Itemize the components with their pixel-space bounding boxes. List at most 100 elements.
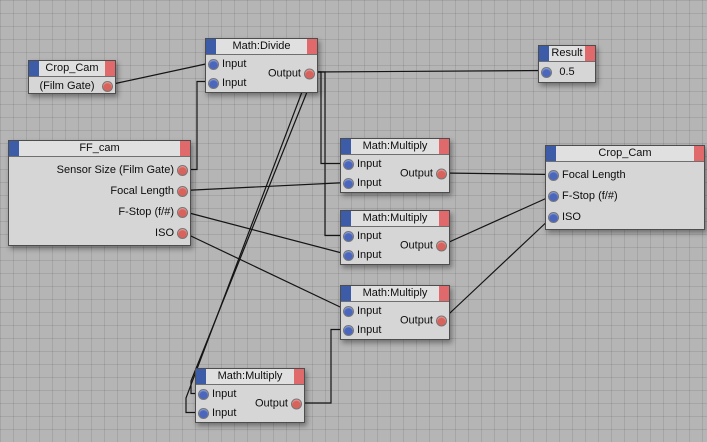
input-row-1: Input bbox=[341, 302, 449, 321]
title-accent-left bbox=[29, 61, 39, 76]
node-titlebar[interactable]: Math:Multiply bbox=[196, 369, 304, 385]
node-math-multiply-2[interactable]: Math:Multiply Input Input Output bbox=[340, 210, 450, 265]
input-port[interactable] bbox=[549, 192, 558, 201]
node-title: Math:Divide bbox=[232, 40, 291, 52]
output-port[interactable] bbox=[292, 399, 301, 409]
node-result[interactable]: Result 0.5 bbox=[538, 45, 596, 83]
port-label: Input bbox=[357, 230, 382, 242]
output-port[interactable] bbox=[103, 81, 112, 91]
input-port[interactable] bbox=[549, 213, 558, 222]
title-accent-left bbox=[341, 139, 351, 154]
input-port[interactable] bbox=[199, 390, 208, 399]
port-label: Input bbox=[357, 305, 382, 317]
input-port[interactable] bbox=[542, 68, 551, 77]
node-titlebar[interactable]: Result bbox=[539, 46, 595, 62]
node-crop-cam-source[interactable]: Crop_Cam (Film Gate) bbox=[28, 60, 116, 94]
port-label: Focal Length bbox=[110, 185, 174, 197]
input-row-1: Input bbox=[206, 55, 317, 74]
node-titlebar[interactable]: Math:Divide bbox=[206, 39, 317, 55]
wire-multiply3-out-to-cropcam-iso[interactable] bbox=[442, 216, 553, 321]
port-label: F-Stop (f/#) bbox=[562, 190, 618, 202]
input-row-1: Input bbox=[341, 227, 449, 246]
wire-multiply4-out-to-multiply3-in2[interactable] bbox=[297, 328, 348, 404]
input-row-1: Input bbox=[196, 385, 304, 404]
port-label: Output bbox=[399, 239, 433, 252]
wire-divide-out-to-result[interactable] bbox=[310, 69, 546, 73]
node-ff-cam[interactable]: FF_cam Sensor Size (Film Gate) Focal Len… bbox=[8, 140, 191, 246]
node-math-multiply-1[interactable]: Math:Multiply Input Input Output bbox=[340, 138, 450, 193]
title-accent-right bbox=[694, 146, 704, 161]
wire-multiply1-out-to-cropcam-focallength[interactable] bbox=[442, 172, 553, 176]
output-port[interactable] bbox=[437, 241, 446, 251]
input-row-f-stop: F-Stop (f/#) bbox=[546, 186, 704, 207]
output-port[interactable] bbox=[305, 69, 314, 79]
wire-multiply2-out-to-cropcam-fstop[interactable] bbox=[442, 194, 553, 246]
wire-divide-out-to-multiply4-in1[interactable] bbox=[190, 71, 312, 395]
output-row: Output bbox=[400, 237, 449, 256]
output-row-sensor-size: Sensor Size (Film Gate) bbox=[9, 160, 190, 181]
title-accent-left bbox=[539, 46, 549, 61]
node-title: Math:Multiply bbox=[362, 287, 428, 299]
node-math-multiply-4[interactable]: Math:Multiply Input Input Output bbox=[195, 368, 305, 423]
output-port[interactable] bbox=[178, 208, 187, 217]
wire-ffcam-focallength-to-multiply1-in2[interactable] bbox=[183, 181, 348, 192]
input-port[interactable] bbox=[344, 232, 353, 241]
input-row-2: Input bbox=[341, 321, 449, 340]
title-accent-left bbox=[341, 286, 351, 301]
title-accent-right bbox=[180, 141, 190, 156]
node-titlebar[interactable]: Math:Multiply bbox=[341, 211, 449, 227]
input-port[interactable] bbox=[344, 160, 353, 169]
input-port[interactable] bbox=[344, 179, 353, 188]
output-row: Output bbox=[400, 312, 449, 331]
input-port[interactable] bbox=[549, 171, 558, 180]
node-titlebar[interactable]: FF_cam bbox=[9, 141, 190, 157]
port-label: Input bbox=[222, 77, 247, 89]
wire-cropcam-filmgate-to-divide-in1[interactable] bbox=[108, 61, 213, 86]
port-label: Input bbox=[222, 58, 247, 70]
input-row-focal-length: Focal Length bbox=[546, 165, 704, 186]
title-accent-right bbox=[439, 139, 449, 154]
output-port[interactable] bbox=[178, 229, 187, 238]
node-titlebar[interactable]: Math:Multiply bbox=[341, 139, 449, 155]
output-row-iso: ISO bbox=[9, 223, 190, 244]
port-label: Input bbox=[357, 249, 382, 261]
port-label: Input bbox=[212, 388, 237, 400]
node-title: FF_cam bbox=[79, 142, 120, 154]
node-math-multiply-3[interactable]: Math:Multiply Input Input Output bbox=[340, 285, 450, 340]
output-port[interactable] bbox=[178, 187, 187, 196]
node-title: Crop_Cam bbox=[598, 147, 652, 159]
title-accent-right bbox=[585, 46, 595, 61]
input-port[interactable] bbox=[344, 326, 353, 335]
wire-ffcam-fstop-to-multiply2-in2[interactable] bbox=[183, 210, 348, 256]
input-row-1: Input bbox=[341, 155, 449, 174]
node-titlebar[interactable]: Crop_Cam bbox=[546, 146, 704, 162]
input-port[interactable] bbox=[209, 79, 218, 88]
title-accent-left bbox=[341, 211, 351, 226]
node-title: Crop_Cam bbox=[45, 62, 99, 74]
node-math-divide[interactable]: Math:Divide Input Input Output bbox=[205, 38, 318, 93]
output-row: Output bbox=[255, 395, 304, 414]
title-accent-right bbox=[105, 61, 115, 76]
output-port[interactable] bbox=[437, 316, 446, 326]
node-title: Math:Multiply bbox=[362, 140, 428, 152]
output-port[interactable] bbox=[437, 169, 446, 179]
output-port[interactable] bbox=[178, 166, 187, 175]
output-row-film-gate: (Film Gate) bbox=[29, 77, 115, 95]
input-port[interactable] bbox=[344, 251, 353, 260]
port-label: Focal Length bbox=[562, 169, 626, 181]
input-row-2: Input bbox=[196, 404, 304, 423]
node-titlebar[interactable]: Math:Multiply bbox=[341, 286, 449, 302]
title-accent-left bbox=[206, 39, 216, 54]
wire-ffcam-iso-to-multiply3-in1[interactable] bbox=[183, 231, 348, 312]
node-crop-cam-target[interactable]: Crop_Cam Focal Length F-Stop (f/#) ISO bbox=[545, 145, 705, 230]
title-accent-right bbox=[439, 286, 449, 301]
node-titlebar[interactable]: Crop_Cam bbox=[29, 61, 115, 77]
port-label: F-Stop (f/#) bbox=[118, 206, 174, 218]
input-port[interactable] bbox=[209, 60, 218, 69]
input-row-2: Input bbox=[341, 174, 449, 193]
input-row-2: Input bbox=[206, 74, 317, 93]
port-label: Input bbox=[212, 407, 237, 419]
input-port[interactable] bbox=[199, 409, 208, 418]
input-port[interactable] bbox=[344, 307, 353, 316]
